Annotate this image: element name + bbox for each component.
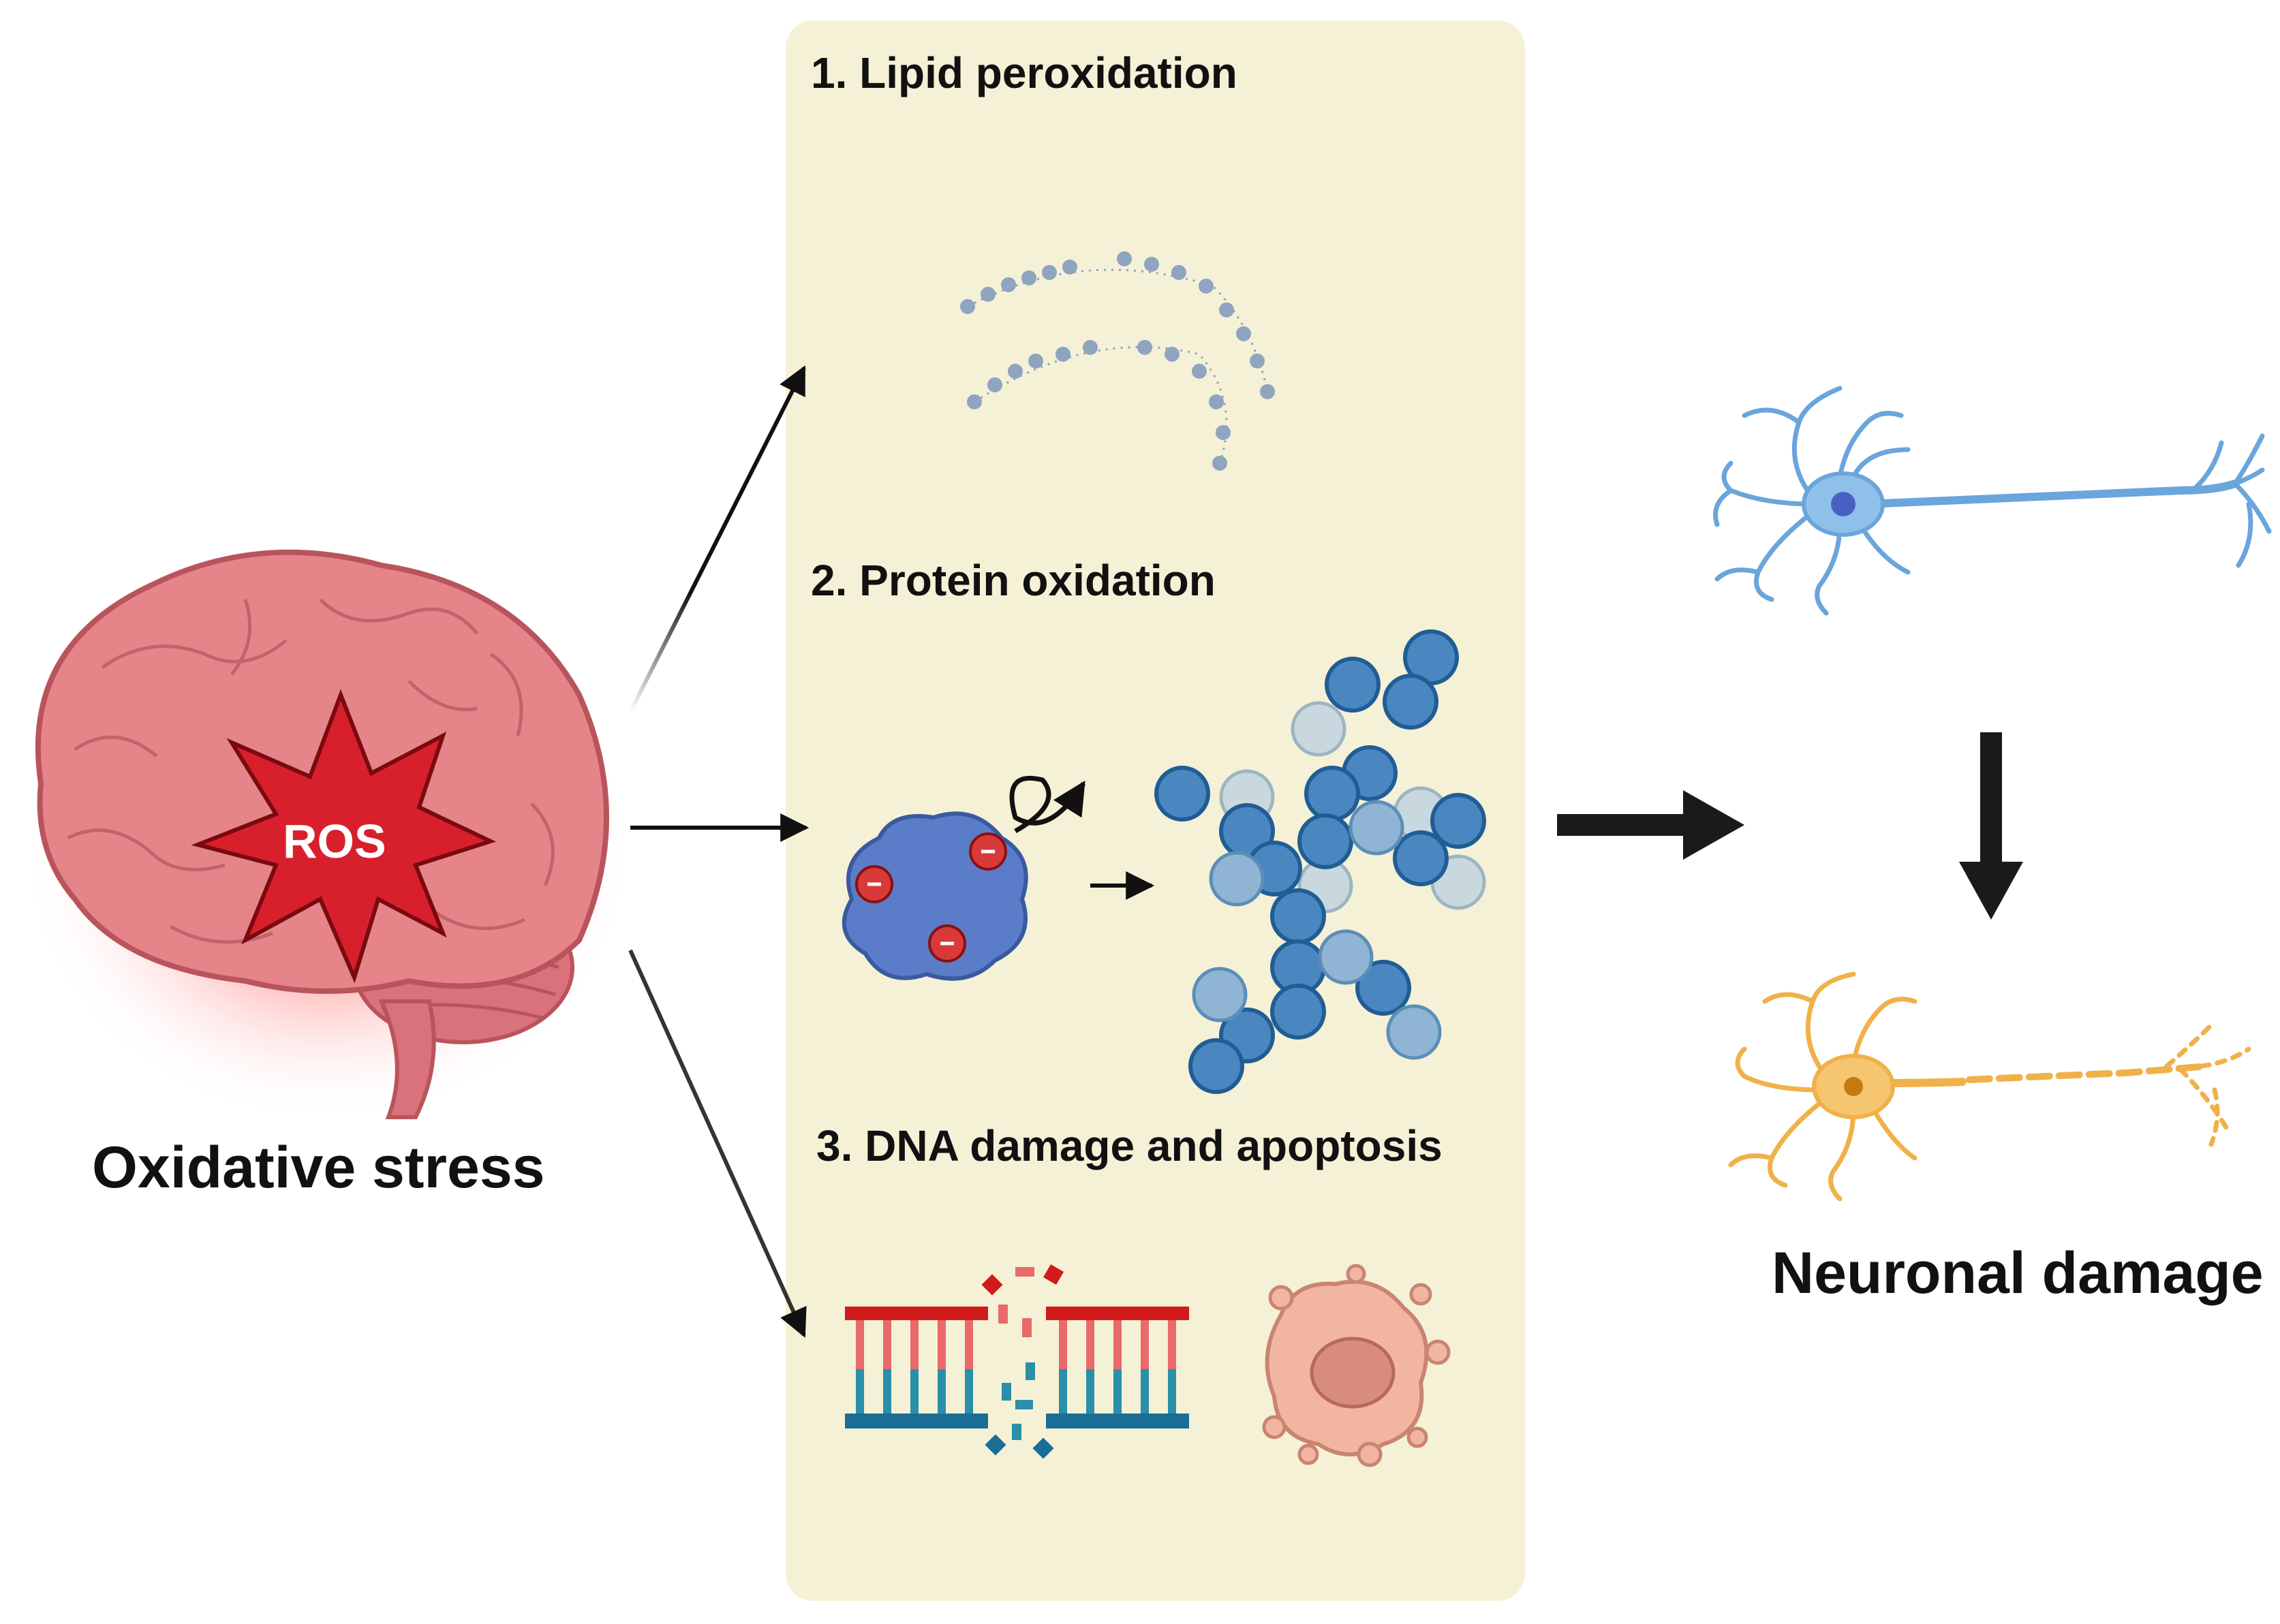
dna-icon	[845, 1264, 1189, 1459]
healthy-neuron-icon	[1713, 386, 2272, 616]
brain-icon	[20, 549, 634, 1124]
step-1-title: 1. Lipid peroxidation	[811, 48, 1237, 97]
oxidative-stress-label: Oxidative stress	[92, 1135, 545, 1200]
ros-burst-icon	[191, 689, 497, 984]
neuronal-damage-label: Neuronal damage	[1772, 1240, 2264, 1306]
branch-arrows	[628, 365, 810, 1338]
damaged-neuron-icon	[1728, 971, 2251, 1202]
big-down-arrow	[1959, 732, 2023, 920]
protein-icon	[842, 775, 1155, 981]
step-3-title: 3. DNA damage and apoptosis	[816, 1121, 1443, 1170]
process-panel	[786, 20, 1525, 1601]
lipid-bilayer-icon	[960, 251, 1275, 471]
ros-label: ROS	[283, 815, 386, 868]
arrow-to-lipid	[628, 365, 806, 713]
apoptotic-cell-icon	[1262, 1264, 1451, 1467]
arrow-to-dna	[628, 949, 807, 1338]
protein-aggregate-icon	[1154, 629, 1486, 1094]
step-2-title: 2. Protein oxidation	[811, 556, 1216, 605]
big-right-arrow	[1557, 790, 1744, 860]
